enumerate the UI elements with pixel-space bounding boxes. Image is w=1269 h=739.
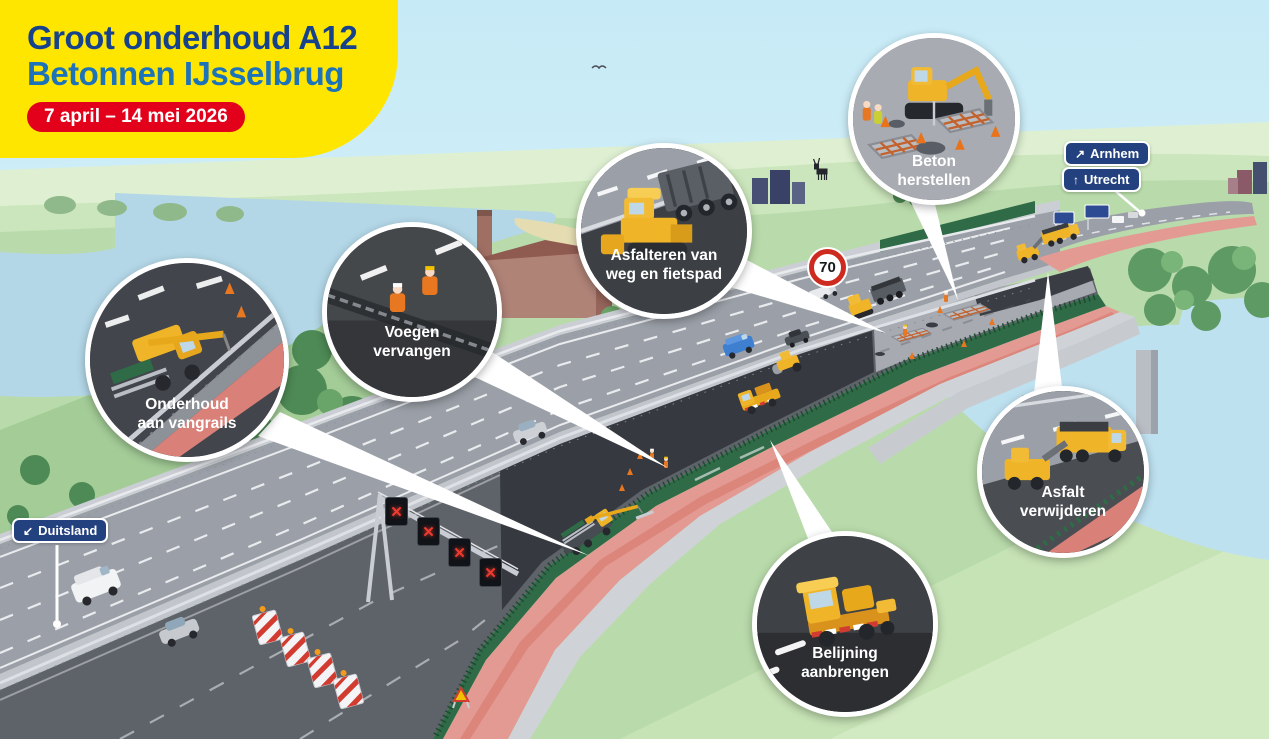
closure-barriers bbox=[251, 606, 364, 710]
worker-figures bbox=[389, 266, 438, 312]
callout-onderhoud-vangrails: Onderhoud aan vangrails bbox=[85, 258, 289, 462]
callout-text-line1: Asfalteren van bbox=[610, 247, 718, 265]
rebar-grids bbox=[866, 108, 995, 160]
guardrail-crane-truck bbox=[560, 504, 654, 556]
lane-markings-open bbox=[0, 227, 1011, 669]
fresh-asphalt bbox=[500, 331, 874, 610]
title-banner: Groot onderhoud A12 Betonnen IJsselbrug … bbox=[0, 0, 398, 158]
arrow-down-left-icon: ↙ bbox=[23, 523, 34, 538]
page-subtitle: Betonnen IJsselbrug bbox=[27, 54, 344, 92]
inspection-truck bbox=[737, 382, 781, 415]
speed-limit-value: 70 bbox=[819, 259, 836, 276]
traffic-cones bbox=[619, 306, 995, 491]
guardrails bbox=[0, 214, 1036, 691]
milling-machine bbox=[1004, 440, 1069, 490]
callout-belijning-aanbrengen: Belijning aanbrengen bbox=[752, 531, 938, 717]
vangrails-illustration bbox=[90, 263, 284, 457]
callout-text-line1: Asfalt bbox=[1041, 484, 1085, 502]
highway-curve bbox=[1035, 201, 1257, 272]
dump-truck bbox=[1056, 421, 1127, 463]
matrix-sign-lane1: ✕ bbox=[385, 497, 408, 526]
open-carriageway bbox=[0, 210, 1060, 674]
voegen-illustration bbox=[327, 227, 497, 397]
callout-text-line2: verwijderen bbox=[1019, 502, 1107, 520]
sign-poles bbox=[53, 187, 1146, 628]
callout-label-asfalteren: Asfalteren van weg en fietspad bbox=[581, 247, 747, 284]
dark-car bbox=[784, 329, 810, 348]
belijning-illustration bbox=[757, 536, 933, 712]
road-roller bbox=[772, 350, 802, 375]
bridge-near-face bbox=[868, 317, 1140, 464]
gray-car bbox=[159, 616, 200, 647]
bird bbox=[591, 65, 607, 70]
paver bbox=[600, 187, 693, 258]
work-vehicles bbox=[560, 222, 1080, 556]
callout-asfalt-verwijderen: Asfalt verwijderen bbox=[977, 386, 1149, 558]
blue-van bbox=[722, 333, 755, 359]
red-x-icon: ✕ bbox=[453, 544, 466, 562]
roadwork-sign bbox=[452, 686, 470, 709]
white-van bbox=[71, 565, 121, 606]
callout-text-line2: aanbrengen bbox=[801, 663, 889, 681]
excavator bbox=[904, 65, 993, 126]
red-x-icon: ✕ bbox=[484, 564, 497, 582]
deer bbox=[812, 157, 828, 180]
date-badge: 7 april – 14 mei 2026 bbox=[27, 102, 245, 133]
milling-machine-and-truck bbox=[1016, 222, 1080, 264]
callout-text-line2: weg en fietspad bbox=[605, 265, 723, 283]
callout-label-onderhoud-vangrails: Onderhoud aan vangrails bbox=[90, 396, 284, 433]
callout-text-line1: Belijning bbox=[812, 645, 878, 663]
callout-beton-herstellen: Beton herstellen bbox=[848, 33, 1020, 205]
matrix-sign-lane3: ✕ bbox=[448, 538, 471, 567]
callout-label-voegen-vervangen: Voegen vervangen bbox=[327, 324, 497, 361]
bike-path bbox=[443, 306, 1120, 739]
asfalt-verwijderen-illustration bbox=[982, 391, 1144, 553]
arrow-up-right-icon: ↗ bbox=[1075, 146, 1086, 161]
traffic-vehicles bbox=[71, 285, 838, 647]
callout-leader-lines bbox=[258, 196, 1062, 556]
callout-asfalteren: Asfalteren van weg en fietspad bbox=[576, 143, 752, 319]
asphalt-paver-and-truck bbox=[847, 276, 907, 320]
callout-text-line1: Beton bbox=[912, 153, 956, 171]
sign-arnhem: ↗ Arnhem bbox=[1064, 141, 1151, 166]
callout-text-line2: herstellen bbox=[897, 171, 971, 189]
callout-text-line2: vervangen bbox=[373, 342, 451, 360]
sign-label: Utrecht bbox=[1084, 172, 1130, 187]
worker-figures bbox=[862, 100, 883, 124]
rebar-patches bbox=[875, 300, 1007, 356]
dump-truck bbox=[657, 157, 738, 222]
silver-car bbox=[512, 419, 548, 445]
sign-duitsland: ↙ Duitsland bbox=[12, 518, 109, 543]
red-x-icon: ✕ bbox=[422, 523, 435, 541]
noise-barrier-far bbox=[880, 201, 1035, 252]
distant-city-buildings bbox=[752, 162, 1267, 204]
callout-text-line1: Voegen bbox=[384, 324, 440, 342]
asfalteren-illustration bbox=[581, 148, 747, 314]
callout-label-belijning-aanbrengen: Belijning aanbrengen bbox=[757, 645, 933, 682]
callout-label-asfalt-verwijderen: Asfalt verwijderen bbox=[982, 484, 1144, 521]
callout-label-beton-herstellen: Beton herstellen bbox=[853, 153, 1015, 190]
sign-label: Arnhem bbox=[1090, 146, 1140, 161]
line-marking-truck bbox=[796, 576, 897, 647]
beton-illustration bbox=[853, 38, 1015, 200]
sign-utrecht: ↑ Utrecht bbox=[1062, 167, 1141, 192]
page-title: Groot onderhoud A12 bbox=[27, 19, 358, 56]
callout-voegen-vervangen: Voegen vervangen bbox=[322, 222, 502, 402]
speed-limit-70-sign: 70 bbox=[809, 249, 846, 286]
red-x-icon: ✕ bbox=[390, 503, 403, 521]
arrow-up-icon: ↑ bbox=[1073, 172, 1079, 187]
callout-text-line2: aan vangrails bbox=[137, 414, 237, 432]
sign-label: Duitsland bbox=[38, 523, 98, 538]
matrix-sign-lane2: ✕ bbox=[417, 517, 440, 546]
callout-text-line1: Onderhoud bbox=[145, 396, 229, 414]
matrix-sign-lane4: ✕ bbox=[479, 558, 502, 587]
